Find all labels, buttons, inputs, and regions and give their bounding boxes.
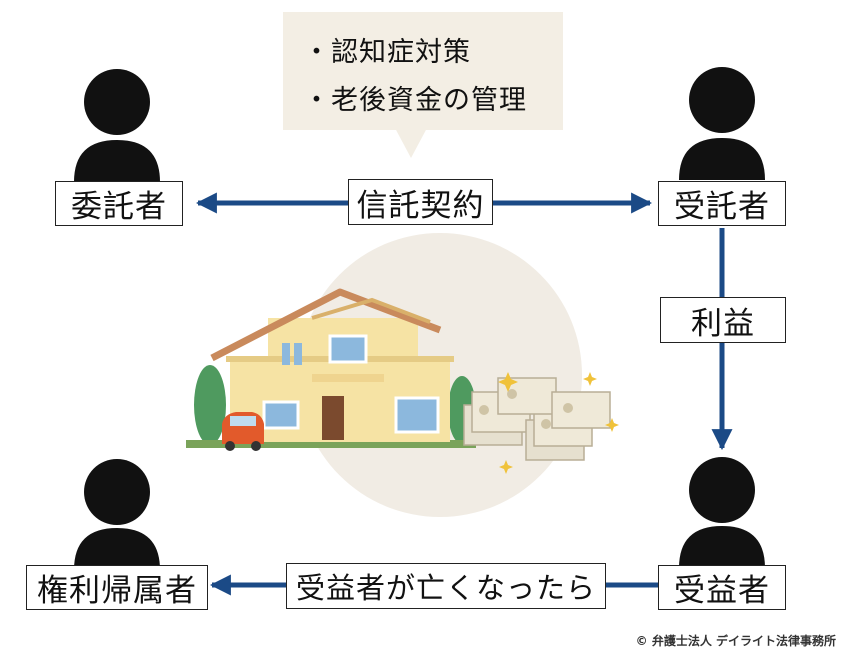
money-icon (463, 372, 619, 474)
person-icon (679, 67, 765, 180)
edge-label-profit: 利益 (660, 297, 786, 343)
person-icon (679, 457, 765, 568)
copyright: © 弁護士法人 デイライト法律事務所 (635, 634, 836, 648)
person-icon (74, 69, 160, 182)
car-icon (222, 412, 264, 451)
node-remainder-beneficiary: 権利帰属者 (26, 565, 208, 610)
node-settlor: 委託者 (55, 181, 183, 226)
node-beneficiary: 受益者 (658, 565, 786, 610)
bubble-item: ・認知症対策 (303, 37, 471, 68)
edge-label-contract: 信託契約 (348, 179, 493, 225)
bubble-item: ・老後資金の管理 (303, 85, 527, 116)
node-trustee: 受託者 (658, 181, 786, 226)
house-icon (186, 288, 476, 448)
speech-bubble-tail (395, 128, 427, 158)
person-icon (74, 459, 160, 570)
edge-label-on-death: 受益者が亡くなったら (286, 563, 606, 609)
speech-bubble (283, 12, 563, 130)
